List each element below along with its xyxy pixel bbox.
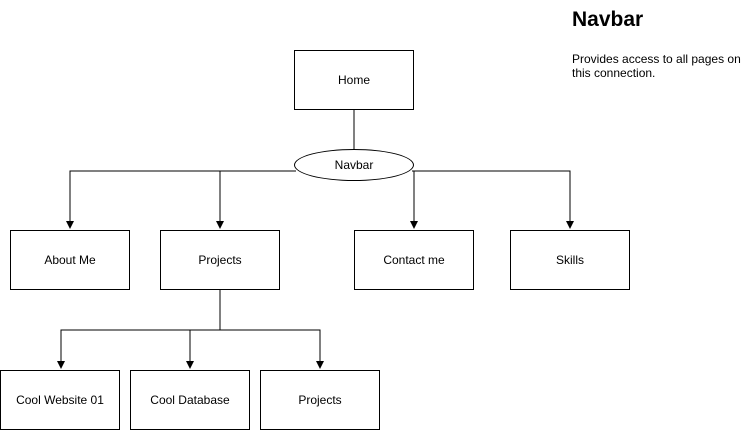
- node-cool-database-label: Cool Database: [150, 393, 230, 407]
- node-home[interactable]: Home: [294, 50, 414, 110]
- node-about-me-label: About Me: [44, 253, 96, 267]
- node-skills[interactable]: Skills: [510, 230, 630, 290]
- node-cool-website-label: Cool Website 01: [16, 393, 104, 407]
- node-navbar-label: Navbar: [334, 158, 374, 172]
- connector-navbar-contact: [410, 170, 418, 229]
- node-contact-me-label: Contact me: [383, 253, 445, 267]
- node-projects[interactable]: Projects: [160, 230, 280, 290]
- node-cool-database[interactable]: Cool Database: [130, 370, 250, 430]
- node-projects-child-label: Projects: [298, 393, 342, 407]
- connector-projects-projects-child: [220, 329, 324, 369]
- node-contact-me[interactable]: Contact me: [354, 230, 474, 290]
- note-description: Provides access to all pages on this con…: [572, 52, 741, 80]
- node-cool-website[interactable]: Cool Website 01: [0, 370, 120, 430]
- node-home-label: Home: [337, 73, 370, 87]
- note-title: Navbar: [572, 8, 644, 31]
- connector-navbar-skills: [414, 170, 574, 229]
- node-projects-label: Projects: [198, 253, 242, 267]
- node-about-me[interactable]: About Me: [10, 230, 130, 290]
- connector-projects-cool-website: [57, 329, 220, 369]
- connector-navbar-about: [66, 170, 296, 229]
- node-navbar-ellipse[interactable]: Navbar: [294, 149, 414, 181]
- node-skills-label: Skills: [555, 253, 584, 267]
- node-projects-child[interactable]: Projects: [260, 370, 380, 430]
